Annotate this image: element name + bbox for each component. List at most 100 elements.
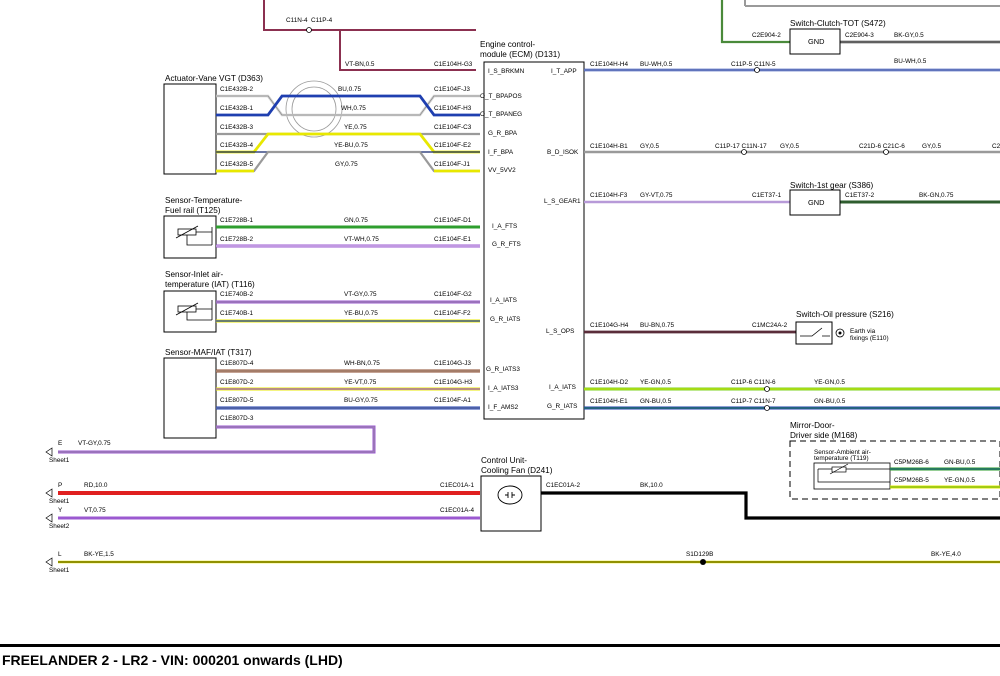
connector-label: C11P-6 C11N-6 <box>731 379 776 386</box>
wire-label: GY,0.5 <box>780 143 800 150</box>
connector-label: C1E104H-B1 <box>590 143 628 150</box>
connector-label: C1EC01A-1 <box>440 482 475 489</box>
ecm-pin: G_R_IATS <box>490 316 520 323</box>
wire-label: YE-GN,0.5 <box>944 477 975 484</box>
ecm-pin: I_A_IATS3 <box>488 385 519 392</box>
connector-label: C1E104F-H3 <box>434 105 472 112</box>
wire-label: BK-YE,1.5 <box>84 551 114 558</box>
connector-label: C1EC01A-4 <box>440 507 475 514</box>
switch-clutch-tot: Switch-Clutch-TOT (S472) GND C2E904-2 C2… <box>720 0 1000 55</box>
connector-label: C11P-5 C11N-5 <box>731 61 776 68</box>
connector-label: C1E104F-E2 <box>434 142 471 149</box>
off-sheet-ref: Sheet1 <box>49 567 70 574</box>
wire-label: BU-WH,0.5 <box>894 58 927 65</box>
ecm-pin: B_D_ISOK <box>547 149 579 156</box>
off-sheet-y: Y Sheet2 VT,0.75 C1EC01A-4 <box>45 507 480 530</box>
connector-label: C1E104H-E1 <box>590 398 628 405</box>
connector-label: C1E104F-G2 <box>434 291 472 298</box>
connector-label: C11N-4 <box>286 17 308 24</box>
connector-label: C11P-17 C11N-17 <box>715 143 767 150</box>
wire-label: GN,0.75 <box>344 217 368 224</box>
ecm-pin: G_R_IATS <box>547 403 577 410</box>
component-label: Sensor-MAF/IAT (T317) <box>165 348 252 357</box>
cut-label: C2 <box>992 143 1000 150</box>
connector-label: C21D-6 C21C-6 <box>859 143 905 150</box>
off-sheet-e: E Sheet1 VT-GY,0.75 <box>45 440 111 464</box>
ecm-pin: G_R_FTS <box>492 241 521 248</box>
wire-label: BK,10.0 <box>640 482 663 489</box>
connector-label: C1E728B-1 <box>220 217 253 224</box>
sensor-inlet-air-temp: Sensor-Inlet air- temperature (IAT) (T11… <box>163 270 480 333</box>
connector-label: C1E104F-C3 <box>434 124 472 131</box>
footer-title: FREELANDER 2 - LR2 - VIN: 000201 onwards… <box>2 652 343 668</box>
wire-label: GY,0.5 <box>640 143 660 150</box>
thermistor-icon <box>817 463 890 483</box>
connector-label: C2E904-3 <box>845 32 874 39</box>
ecm-pin: I_T_APP <box>551 68 577 75</box>
wire-gear1: C1E104H-F3 GY-VT,0.75 C1ET37-1 C1ET37-2 … <box>584 192 1000 204</box>
wire-label: GY-VT,0.75 <box>640 192 673 199</box>
fan-motor-icon <box>497 485 523 505</box>
ecm-pin: I_A_IATS <box>549 384 576 391</box>
ecm-pin: I_A_FTS <box>492 223 517 230</box>
earth-icon <box>835 328 845 338</box>
wire-label: VT,0.75 <box>84 507 106 514</box>
earth-label: Earth via <box>850 328 876 335</box>
wire-label: YE-BU,0.75 <box>334 142 368 149</box>
sensor-label: Sensor-Ambient air- <box>814 449 871 456</box>
wire-label: VT-WH,0.75 <box>344 236 379 243</box>
ecm-pin: G_R_IATS3 <box>486 366 520 373</box>
switch-oil-pressure: Switch-Oil pressure (S216) Earth via fix… <box>795 310 894 345</box>
component-label: Fuel rail (T125) <box>165 206 221 215</box>
connector-label: C1E104H-F3 <box>590 192 628 199</box>
off-sheet-letter: L <box>58 551 62 558</box>
wire-label: BU-WH,0.5 <box>640 61 673 68</box>
connector-label: C5PM26B-6 <box>894 459 929 466</box>
wire-label: YE-VT,0.75 <box>344 379 377 386</box>
wire-label: VT-GY,0.75 <box>78 440 111 447</box>
ecm-pin: O_T_BPANEG <box>480 111 522 118</box>
wire-label: GY,0.75 <box>335 161 358 168</box>
connector-label: C1E104G-J3 <box>434 360 471 367</box>
component-label: Mirror-Door- <box>790 421 835 430</box>
connector-label: C11P-4 <box>311 17 333 24</box>
sensor-fuel-rail-temp: Sensor-Temperature- Fuel rail (T125) C1E… <box>163 196 480 259</box>
gnd-label: GND <box>808 37 824 46</box>
sensor-maf-iat: Sensor-MAF/IAT (T317) C1E807D-4 C1E807D-… <box>58 348 480 454</box>
gnd-label: GND <box>808 198 824 207</box>
connector-label: C1E104F-J3 <box>434 86 470 93</box>
wire-label: YE-GN,0.5 <box>814 379 845 386</box>
ecm-pin: I_A_IATS <box>490 297 517 304</box>
connector-label: C1E104H-D2 <box>590 379 628 386</box>
wire-label: YE-BU,0.75 <box>344 310 378 317</box>
component-label: Switch-Clutch-TOT (S472) <box>790 19 886 28</box>
wire-label: GY,0.5 <box>922 143 942 150</box>
component-label: Cooling Fan (D241) <box>481 466 553 475</box>
cooling-fan-control-unit: Control Unit- Cooling Fan (D241) C1EC01A… <box>480 456 1000 532</box>
connector-label: C1E104G-H4 <box>590 322 629 329</box>
thermistor-icon <box>175 300 213 321</box>
splice-label: S1D129B <box>686 551 713 558</box>
component-label: Control Unit- <box>481 456 527 465</box>
off-sheet-ref: Sheet2 <box>49 523 70 530</box>
off-sheet-letter: E <box>58 440 62 447</box>
component-label: Sensor-Temperature- <box>165 196 243 205</box>
connector-label: C1E104F-F2 <box>434 310 471 317</box>
connector-label: C1E728B-2 <box>220 236 253 243</box>
actuator-vane-vgt: Actuator-Vane VGT (D363) C1E432B-2 C1E43… <box>163 74 480 175</box>
connector-label: C1ET37-1 <box>752 192 782 199</box>
wire-isok: C1E104H-B1 GY,0.5 C11P-17 C11N-17 GY,0.5… <box>584 143 1000 155</box>
connector-label: C1E807D-4 <box>220 360 254 367</box>
wire-label: BU,0.75 <box>338 86 362 93</box>
component-label: Switch-Oil pressure (S216) <box>796 310 894 319</box>
connector-label: C2E904-2 <box>752 32 781 39</box>
wire-label: BU-GY,0.75 <box>344 397 378 404</box>
component-label: Actuator-Vane VGT (D363) <box>165 74 263 83</box>
footer-divider <box>0 644 1000 647</box>
connector-label: C5PM26B-5 <box>894 477 929 484</box>
wire-label: BK-GN,0.75 <box>919 192 954 199</box>
off-sheet-p: P Sheet1 RD,10.0 C1EC01A-1 <box>45 482 480 505</box>
switch-first-gear: Switch-1st gear (S386) GND <box>789 181 874 216</box>
wire-label: WH,0.75 <box>341 105 366 112</box>
